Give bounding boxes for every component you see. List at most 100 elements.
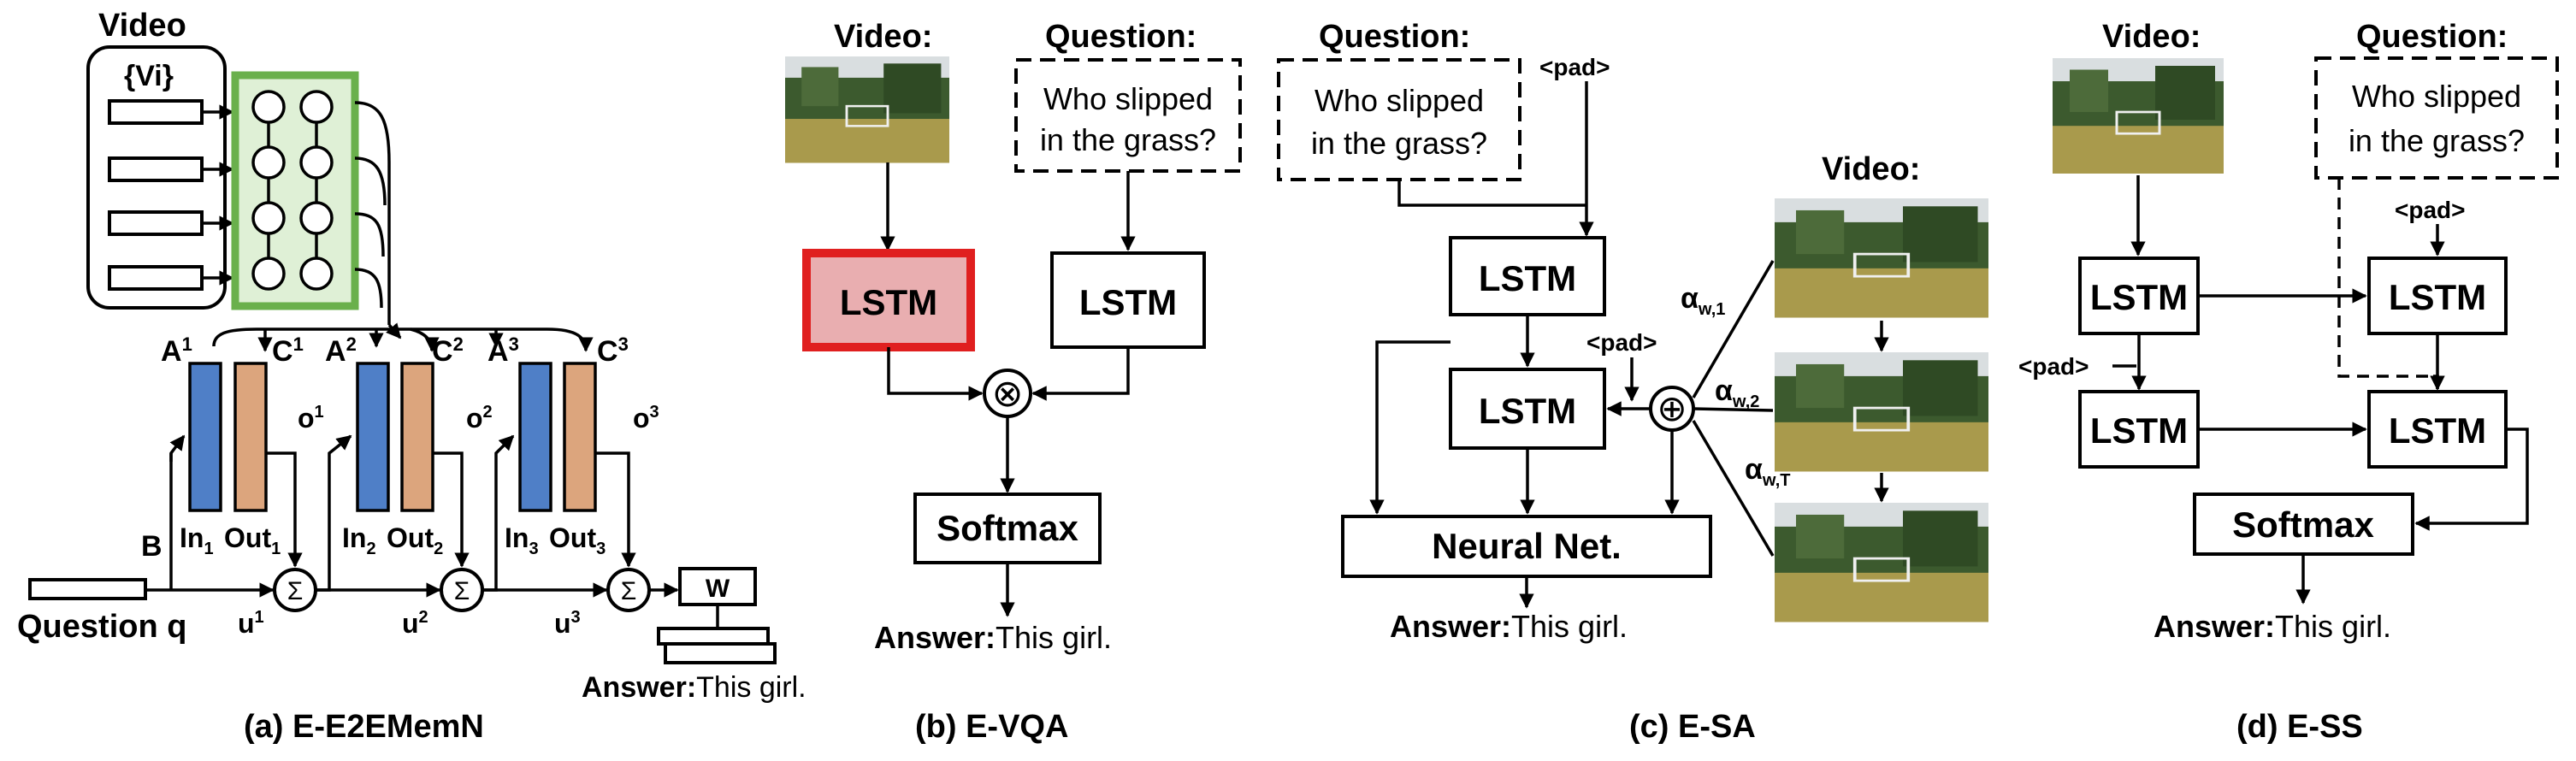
lstm-bottom (1449, 368, 1606, 450)
o3-label: o3 (633, 403, 659, 434)
lstm-question-label: LSTM (1079, 282, 1177, 322)
pad-top: <pad> (1539, 54, 1610, 80)
pad-left: <pad> (2018, 353, 2089, 380)
out1-label: Out1 (224, 522, 281, 558)
c3-label: C3 (597, 333, 629, 368)
memory-hop-2: A2 C2 In2 Out2 o2 Σ u2 (325, 333, 493, 639)
softmax-box (913, 493, 1102, 564)
lstm-video-1-label: LSTM (2090, 277, 2188, 317)
lstm-question-1-label: LSTM (2389, 277, 2486, 317)
in1-label: In1 (180, 522, 214, 558)
alpha-w2: αw,2 (1715, 375, 1759, 411)
caption-d: (d) E-SS (2236, 709, 2363, 745)
question-line-2: in the grass? (2349, 123, 2525, 158)
video-feature-3 (108, 210, 204, 236)
lstm-video-2-label: LSTM (2090, 410, 2188, 451)
b-label: B (141, 530, 162, 563)
sum-symbol-2: Σ (454, 577, 470, 605)
w-label: W (706, 575, 730, 603)
lstm-top-label: LSTM (1479, 258, 1576, 298)
input-memory-2 (356, 362, 390, 512)
neural-net-label: Neural Net. (1432, 526, 1622, 566)
question-label: Question: (1045, 19, 1196, 55)
answer-bar-top (657, 627, 770, 646)
lstm-video-1 (2078, 257, 2200, 335)
answer-text-b: Answer:This girl. (874, 620, 1112, 655)
o2-label: o2 (466, 403, 493, 434)
panel-d: Video: Question: Who slipped in the gras… (2018, 19, 2559, 745)
caption-c: (c) E-SA (1629, 709, 1756, 745)
u1-label: u1 (238, 608, 264, 639)
caption-b: (b) E-VQA (915, 709, 1068, 745)
question-line-1: Who slipped (2352, 79, 2521, 114)
video-thumbnail (2051, 56, 2225, 175)
plus-symbol: ⊕ (1657, 388, 1687, 428)
pad-top: <pad> (2395, 197, 2465, 223)
lstm-top (1449, 236, 1606, 316)
question-line-2: in the grass? (1311, 126, 1487, 161)
question-line-2: in the grass? (1040, 122, 1216, 157)
video-thumbnail (783, 55, 951, 164)
video-feature-2 (108, 156, 204, 182)
pad-mid: <pad> (1586, 329, 1657, 356)
sum-symbol-3: Σ (621, 577, 637, 605)
lstm-question-2 (2367, 390, 2508, 469)
panel-c: Question: Who slipped in the grass? <pad… (1277, 19, 1990, 745)
in2-label: In2 (342, 522, 376, 558)
input-memory-3 (518, 362, 552, 512)
question-q-label: Question q (17, 609, 186, 645)
o1-label: o1 (298, 403, 324, 434)
question-label: Question: (2356, 19, 2508, 55)
u2-label: u2 (402, 608, 428, 639)
softmax-label: Softmax (936, 508, 1078, 548)
alpha-w1: αw,1 (1681, 282, 1725, 319)
alpha-wt: αw,T (1745, 453, 1791, 490)
panel-a: Video {Vi} A1 C1 (17, 8, 806, 745)
video-feature-4 (108, 265, 204, 291)
output-memory-3 (563, 362, 597, 512)
question-box (1014, 58, 1242, 173)
lstm-video-label: LSTM (840, 282, 937, 322)
caption-a: (a) E-E2EMemN (244, 709, 484, 745)
output-memory-1 (233, 362, 268, 512)
lstm-question-1 (2367, 257, 2508, 335)
answer-text-a: Answer:This girl. (582, 671, 806, 704)
video-frame-t (1773, 501, 1990, 624)
panel-b: Video: Question: Who slipped in the gras… (783, 19, 1242, 745)
a2-label: A2 (325, 333, 357, 368)
output-memory-2 (400, 362, 434, 512)
input-memory-1 (188, 362, 222, 512)
softmax-label: Softmax (2232, 504, 2374, 545)
question-embedding (28, 578, 147, 600)
v-set-label: {Vi} (124, 60, 174, 92)
answer-text-c: Answer:This girl. (1390, 609, 1628, 644)
times-symbol: ⊗ (992, 373, 1024, 415)
question-label: Question: (1319, 19, 1470, 55)
video-feature-1 (108, 99, 204, 125)
video-label: Video: (2102, 19, 2201, 55)
video-label: Video (98, 8, 186, 44)
lstm-cells (251, 90, 334, 291)
video-label: Video: (834, 19, 932, 55)
lstm-bottom-label: LSTM (1479, 391, 1576, 431)
in3-label: In3 (505, 522, 539, 558)
out2-label: Out2 (387, 522, 443, 558)
c2-label: C2 (432, 333, 464, 368)
video-frame-2 (1773, 351, 1990, 474)
u3-label: u3 (554, 608, 581, 639)
a3-label: A3 (487, 333, 519, 368)
question-box (2314, 56, 2559, 180)
question-box (1277, 58, 1521, 181)
lstm-video-2 (2078, 390, 2200, 469)
lstm-question-2-label: LSTM (2389, 410, 2486, 451)
a1-label: A1 (161, 333, 192, 368)
c1-label: C1 (272, 333, 304, 368)
video-frame-1 (1773, 197, 1990, 320)
out3-label: Out3 (549, 522, 606, 558)
neural-net-box (1341, 515, 1712, 578)
answer-text-d: Answer:This girl. (2154, 609, 2391, 644)
question-line-1: Who slipped (1043, 81, 1213, 116)
answer-bar-bottom (664, 642, 777, 664)
